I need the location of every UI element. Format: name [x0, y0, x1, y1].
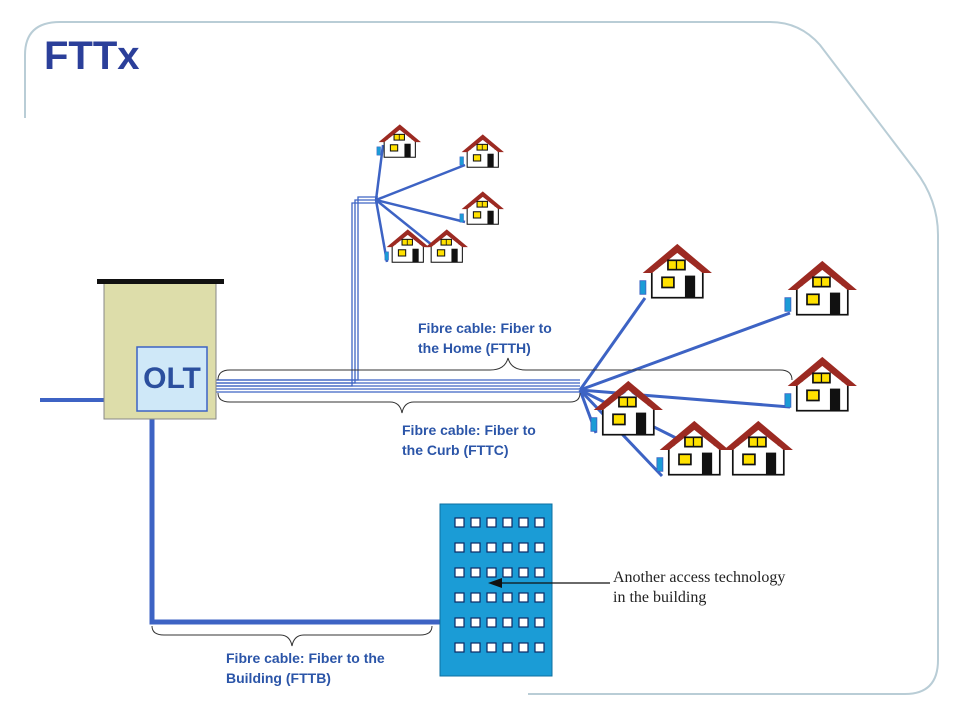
- building-window: [534, 567, 545, 578]
- building-window: [518, 617, 529, 628]
- building-window: [470, 617, 481, 628]
- building-window: [534, 542, 545, 553]
- building-window: [470, 642, 481, 653]
- building-note-line-2: in the building: [613, 589, 707, 606]
- house-icon: [784, 260, 857, 316]
- fiber-bundle: [205, 196, 580, 393]
- building-note: Another access technology in the buildin…: [613, 568, 785, 608]
- note-arrow-head: [488, 578, 502, 588]
- building-window: [518, 517, 529, 528]
- building-window: [454, 567, 465, 578]
- house-icon: [459, 134, 504, 168]
- fttc-caption-line-1: Fibre cable: Fiber to: [402, 422, 536, 438]
- fttc-caption: Fibre cable: Fiber to the Curb (FTTC): [402, 420, 536, 460]
- building-window: [534, 592, 545, 603]
- house-icon: [723, 420, 793, 476]
- page-title: FTTx: [44, 34, 140, 78]
- building-window: [502, 567, 513, 578]
- building-window: [518, 642, 529, 653]
- building-note-line-1: Another access technology: [613, 569, 786, 586]
- olt-box: [136, 346, 208, 412]
- building-window: [518, 567, 529, 578]
- building-window: [486, 542, 497, 553]
- ftth-caption-line-2: the Home (FTTH): [418, 340, 531, 356]
- building-window: [502, 517, 513, 528]
- building-window: [470, 592, 481, 603]
- building-window: [454, 617, 465, 628]
- building-window: [486, 567, 497, 578]
- house-icon: [656, 420, 729, 476]
- building-window: [502, 542, 513, 553]
- slide-frame: [24, 21, 939, 695]
- fttb-caption-line-2: Building (FTTB): [226, 670, 331, 686]
- building-windows: [454, 517, 545, 653]
- house-icon: [425, 229, 468, 263]
- house-icon: [376, 124, 421, 158]
- building-window: [502, 617, 513, 628]
- ftth-brace: [217, 357, 793, 381]
- fttb-caption: Fibre cable: Fiber to the Building (FTTB…: [226, 648, 385, 688]
- cabinet-lid: [97, 279, 224, 284]
- building-window: [486, 592, 497, 603]
- building-window: [454, 542, 465, 553]
- houses: [376, 124, 857, 476]
- building-window: [534, 517, 545, 528]
- building-window: [518, 542, 529, 553]
- fttb-cable: [149, 415, 440, 625]
- building-window: [486, 642, 497, 653]
- building-window: [454, 642, 465, 653]
- fttc-brace: [217, 392, 581, 414]
- olt-label: OLT: [143, 362, 201, 395]
- building-window: [454, 517, 465, 528]
- building-window: [518, 592, 529, 603]
- house-icon: [784, 356, 857, 412]
- house-icon: [459, 191, 504, 225]
- fttb-caption-line-1: Fibre cable: Fiber to the: [226, 650, 385, 666]
- building-window: [486, 517, 497, 528]
- building-window: [470, 517, 481, 528]
- house-icon: [639, 243, 712, 299]
- building-window: [534, 642, 545, 653]
- building-window: [534, 617, 545, 628]
- building-window: [470, 542, 481, 553]
- building-window: [470, 567, 481, 578]
- building-window: [454, 592, 465, 603]
- fttc-caption-line-2: the Curb (FTTC): [402, 442, 509, 458]
- building-window: [502, 642, 513, 653]
- ftth-caption: Fibre cable: Fiber to the Home (FTTH): [418, 318, 552, 358]
- building-window: [486, 617, 497, 628]
- house-icon: [384, 229, 429, 263]
- ftth-caption-line-1: Fibre cable: Fiber to: [418, 320, 552, 336]
- building-window: [502, 592, 513, 603]
- house-icon: [590, 380, 663, 436]
- fttb-brace: [151, 625, 433, 647]
